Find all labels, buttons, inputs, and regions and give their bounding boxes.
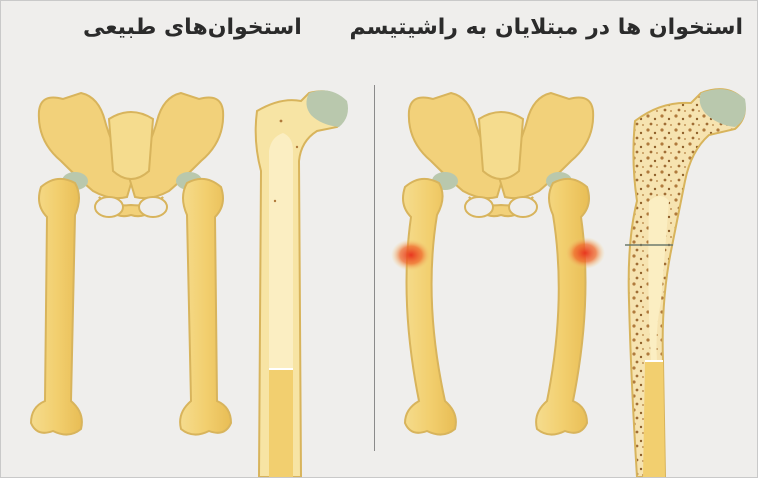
rickets-left-inflammation (391, 239, 431, 271)
rickets-left-femur (391, 179, 456, 435)
normal-left-femur (31, 179, 82, 435)
rickets-skeleton (391, 89, 746, 477)
rickets-femur-section (625, 89, 746, 477)
rickets-right-femur (536, 179, 605, 435)
normal-skeleton (31, 90, 348, 477)
rickets-right-inflammation (565, 237, 605, 269)
normal-right-femur (180, 179, 231, 435)
normal-femur-section (256, 90, 348, 477)
